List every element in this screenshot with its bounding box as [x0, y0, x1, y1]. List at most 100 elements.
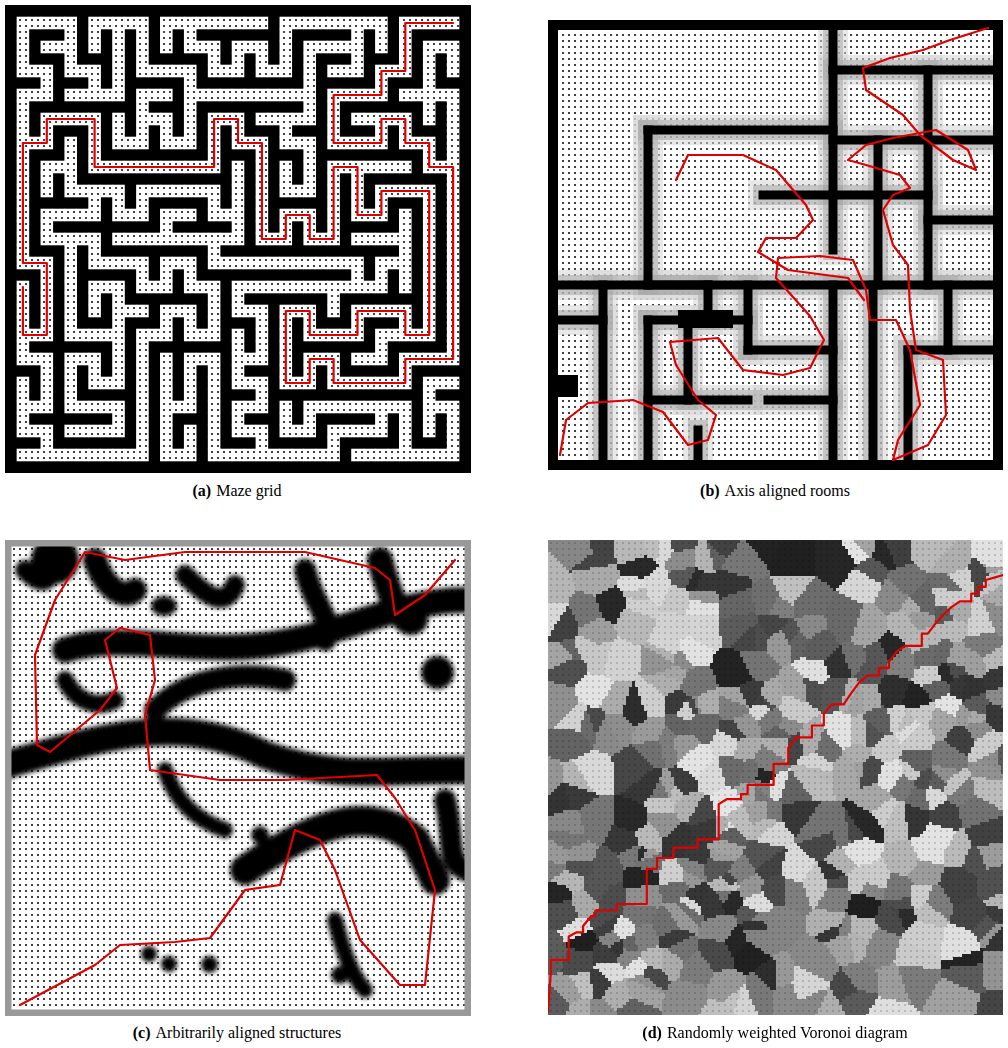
maze-corridor	[447, 53, 460, 66]
maze-corridor	[112, 65, 125, 78]
maze-corridor	[232, 449, 245, 462]
maze-corridor	[160, 41, 173, 54]
maze-corridor	[41, 41, 54, 54]
maze-corridor	[100, 449, 113, 462]
maze-corridor	[280, 161, 293, 174]
maze-corridor	[160, 389, 173, 402]
maze-corridor	[41, 209, 54, 222]
maze-corridor	[232, 221, 245, 234]
structure-blob	[251, 826, 269, 844]
room-wall	[768, 390, 833, 410]
maze-corridor	[148, 185, 161, 198]
maze-corridor	[41, 173, 54, 186]
maze-corridor	[351, 41, 364, 54]
maze-corridor	[41, 401, 54, 414]
maze-corridor	[136, 41, 149, 54]
maze-corridor	[17, 29, 30, 42]
maze-corridor	[244, 305, 257, 318]
maze-corridor	[208, 317, 221, 330]
maze-corridor	[64, 449, 77, 462]
maze-corridor	[208, 53, 221, 66]
maze-corridor	[160, 365, 173, 378]
maze-corridor	[64, 245, 77, 258]
maze-corridor	[17, 17, 30, 30]
maze-corridor	[160, 305, 173, 318]
maze-corridor	[351, 233, 364, 246]
maze-corridor	[303, 41, 316, 54]
maze-corridor	[244, 377, 257, 390]
maze-corridor	[351, 113, 364, 126]
maze-corridor	[64, 17, 77, 30]
maze-corridor	[291, 113, 304, 126]
maze-corridor	[256, 305, 269, 318]
maze-corridor	[160, 221, 173, 234]
maze-corridor	[184, 317, 197, 330]
maze-corridor	[64, 293, 77, 306]
maze-corridor	[423, 65, 436, 78]
maze-corridor	[339, 281, 352, 294]
maze-corridor	[41, 89, 54, 102]
maze-corridor	[88, 353, 101, 366]
maze-corridor	[172, 305, 185, 318]
maze-corridor	[220, 17, 233, 30]
maze-corridor	[435, 449, 448, 462]
maze-corridor	[447, 89, 460, 102]
maze-corridor	[148, 65, 161, 78]
maze-corridor	[41, 185, 54, 198]
structure-shape	[445, 800, 465, 870]
room-wall	[678, 320, 698, 400]
structure-blob	[251, 846, 271, 866]
maze-corridor	[184, 281, 197, 294]
maze-corridor	[327, 425, 340, 438]
maze-corridor	[112, 353, 125, 366]
maze-corridor	[351, 353, 364, 366]
maze-corridor	[17, 377, 30, 390]
maze-corridor	[375, 281, 388, 294]
maze-corridor	[112, 125, 125, 138]
maze-corridor	[136, 305, 149, 318]
maze-corridor	[303, 77, 316, 90]
maze-corridor	[208, 257, 221, 270]
maze-corridor	[244, 353, 257, 366]
maze-corridor	[136, 341, 149, 354]
maze-corridor	[280, 401, 293, 414]
maze-corridor	[327, 281, 340, 294]
room-obstacle	[556, 375, 578, 397]
maze-corridor	[17, 65, 30, 78]
maze-corridor	[124, 449, 137, 462]
maze-corridor	[88, 41, 101, 54]
maze-corridor	[160, 425, 173, 438]
maze-corridor	[447, 149, 460, 162]
maze-corridor	[280, 113, 293, 126]
maze-corridor	[220, 65, 233, 78]
maze-corridor	[291, 185, 304, 198]
structure-blob	[331, 966, 349, 984]
maze-corridor	[339, 257, 352, 270]
maze-corridor	[208, 245, 221, 258]
maze-corridor	[423, 89, 436, 102]
maze-corridor	[160, 317, 173, 330]
maze-corridor	[447, 401, 460, 414]
maze-corridor	[244, 425, 257, 438]
maze-corridor	[88, 89, 101, 102]
panel-tag: (b)	[700, 482, 720, 499]
maze-corridor	[112, 185, 125, 198]
maze-corridor	[423, 53, 436, 66]
path-line	[560, 28, 988, 460]
maze-corridor	[196, 281, 209, 294]
maze-corridor	[52, 449, 65, 462]
maze-corridor	[280, 425, 293, 438]
maze-corridor	[160, 17, 173, 30]
maze-corridor	[52, 233, 65, 246]
maze-corridor	[88, 77, 101, 90]
panel-tag: (d)	[642, 1024, 662, 1041]
maze-corridor	[399, 437, 412, 450]
maze-corridor	[303, 17, 316, 30]
maze-corridor	[124, 257, 137, 270]
maze-corridor	[17, 401, 30, 414]
maze-corridor	[303, 401, 316, 414]
maze-corridor	[29, 401, 42, 414]
maze-corridor	[184, 77, 197, 90]
maze-corridor	[303, 161, 316, 174]
maze-corridor	[64, 41, 77, 54]
